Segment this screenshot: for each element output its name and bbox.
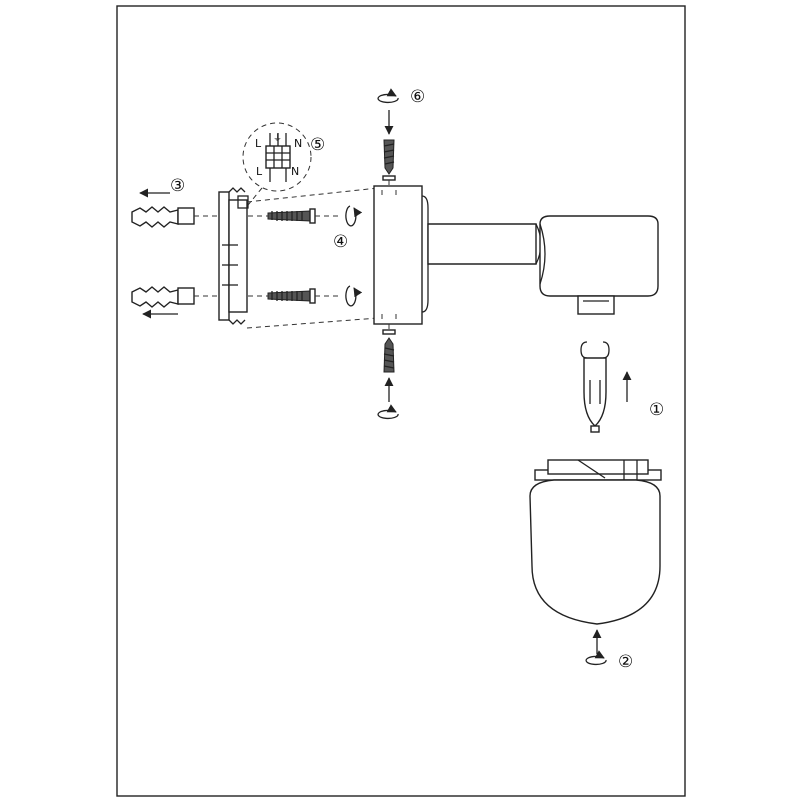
g9-bulb: [580, 341, 610, 433]
step-label-1: ①: [649, 400, 664, 420]
rotation-icon-shade: [585, 650, 607, 666]
wiring-label-bottom-n: N: [291, 165, 299, 178]
wiring-detail: [242, 122, 312, 206]
page-border: [116, 5, 686, 797]
wall-screw-bottom: [267, 288, 316, 304]
step-label-2: ②: [618, 652, 633, 672]
wall-screw-top: [267, 208, 316, 224]
cover-screw-top: [382, 139, 396, 181]
glass-shade: [529, 459, 662, 625]
rotation-icon-bottom: [377, 404, 399, 420]
step-label-5: ⑤: [310, 135, 325, 155]
wall-plate: [218, 187, 249, 325]
step-label-6: ⑥: [410, 87, 425, 107]
wall-anchor-top: [131, 206, 195, 228]
step-label-3: ③: [170, 176, 185, 196]
step-label-4: ④: [333, 232, 348, 252]
lamp-arm: [427, 223, 542, 265]
cover-screw-bottom: [382, 329, 396, 373]
lamp-base-block: [373, 185, 429, 325]
lamp-head: [539, 215, 659, 315]
wiring-label-top-l: L: [255, 137, 262, 150]
wiring-label-bottom-l: L: [256, 165, 263, 178]
rotation-icon-top: [377, 88, 399, 104]
wiring-label-top-earth: ⏚: [273, 133, 282, 144]
rotation-icon-screw-top: [345, 205, 363, 227]
wiring-label-top-n: N: [294, 137, 302, 150]
rotation-icon-screw-bottom: [345, 285, 363, 307]
wall-anchor-bottom: [131, 286, 195, 308]
